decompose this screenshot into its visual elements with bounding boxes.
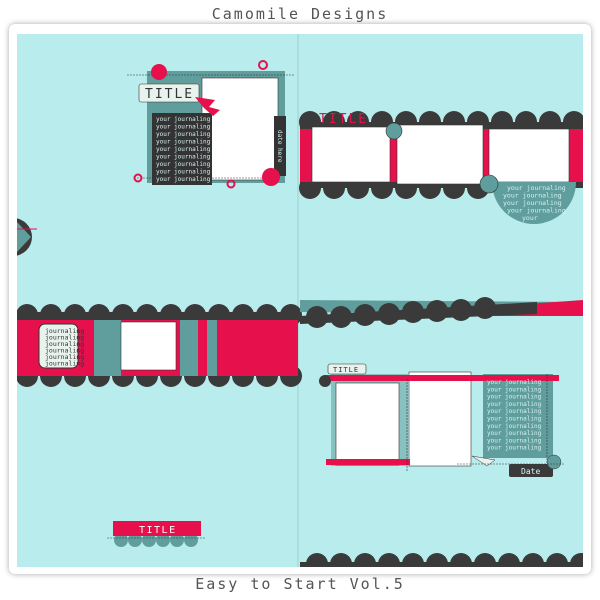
- journal-line: your: [522, 214, 538, 222]
- date-text: Date: [521, 467, 540, 476]
- journal-line: your journaling: [487, 445, 542, 452]
- date-strip: [274, 116, 286, 176]
- journal-text: your journaling your journaling your jou…: [503, 184, 570, 222]
- journal-line: your journaling: [156, 116, 211, 123]
- journal-line: your journaling: [487, 394, 542, 401]
- journal-line: your journaling: [503, 199, 562, 207]
- flower-red: [262, 168, 280, 186]
- layout-top-left: TITLE your journaling your journaling yo…: [127, 60, 295, 189]
- arrow-red: [195, 97, 220, 116]
- journal-text: your journaling your journaling your jou…: [487, 379, 545, 452]
- journal-line: your journaling: [503, 192, 562, 200]
- journal-line: your journaling: [156, 124, 211, 131]
- journal-line: your journaling: [487, 408, 542, 415]
- journal-line: journaling: [45, 327, 84, 335]
- ring-red: [226, 179, 236, 189]
- teal-block: [180, 320, 198, 376]
- photo-frame: [120, 321, 177, 371]
- date-tag: [509, 464, 553, 477]
- layout-top-right: TITLE your journaling your journaling yo…: [299, 111, 583, 224]
- journal-line: journaling: [45, 340, 84, 348]
- red-strip: [326, 459, 410, 465]
- layout-bottom-left: TITLE: [107, 521, 205, 547]
- flower-teal: [546, 454, 562, 470]
- footer-product: Easy to Start Vol.5: [195, 575, 405, 593]
- journal-line: journaling: [45, 360, 84, 368]
- journal-tag: [38, 323, 79, 369]
- title-tag: [138, 83, 200, 103]
- journal-line: your journaling: [156, 131, 211, 138]
- journal-line: your journaling: [156, 154, 211, 161]
- journal-line: your journaling: [156, 146, 211, 153]
- preview-canvas: TITLE your journaling your journaling yo…: [17, 34, 583, 567]
- scallop-row-bottom-right: [300, 553, 583, 567]
- layout-middle-right: [300, 297, 583, 328]
- date-text: date here: [276, 130, 283, 163]
- journal-line: your journaling: [156, 176, 211, 183]
- journal-line: journaling: [45, 353, 84, 361]
- photo-frame: [335, 382, 400, 466]
- preview-artwork: TITLE your journaling your journaling yo…: [17, 34, 583, 567]
- journal-line: journaling: [45, 347, 84, 355]
- journal-line: your journaling: [487, 416, 542, 423]
- journal-half-circle: [492, 182, 576, 224]
- journal-line: your journaling: [487, 401, 542, 408]
- layout-bottom-right: TITLE your journaling your journaling yo…: [319, 363, 565, 477]
- journal-line: your journaling: [507, 184, 566, 192]
- journal-line: your journaling: [156, 161, 211, 168]
- ring-red: [133, 173, 143, 183]
- journal-line: your journaling: [487, 437, 542, 444]
- header-brand: Camomile Designs: [211, 5, 389, 23]
- teal-block: [94, 320, 121, 376]
- title-text: TITLE: [139, 525, 177, 536]
- title-text: TITLE: [333, 366, 359, 374]
- journal-text: journaling journaling journaling journal…: [45, 327, 88, 368]
- photo-frame: [396, 124, 484, 185]
- arrow-white: [471, 455, 496, 467]
- layout-middle-left: journaling journaling journaling journal…: [17, 304, 302, 387]
- flower-teal: [479, 174, 499, 194]
- title-text: TITLE: [319, 112, 368, 127]
- teal-block: [207, 320, 217, 376]
- journal-line: your journaling: [487, 430, 542, 437]
- ring-red: [258, 60, 268, 70]
- journal-line: your journaling: [487, 423, 542, 430]
- journal-line: your journaling: [487, 379, 542, 386]
- journal-line: your journaling: [507, 207, 566, 215]
- journal-line: your journaling: [156, 169, 211, 176]
- photo-frame: [488, 128, 570, 183]
- journal-line: your journaling: [156, 139, 211, 146]
- title-tag: [327, 363, 367, 375]
- flower-red: [151, 64, 167, 80]
- title-text: TITLE: [145, 87, 194, 102]
- red-strip: [326, 375, 559, 381]
- journal-block: [483, 374, 553, 458]
- photo-frame: [311, 126, 391, 183]
- flower-teal: [385, 122, 403, 140]
- journal-text: your journaling your journaling your jou…: [156, 116, 214, 183]
- flower-dark: [319, 375, 331, 387]
- journal-block: [152, 113, 212, 185]
- scallop-row: [306, 297, 496, 328]
- title-bar: [113, 521, 201, 536]
- photo-frame: [201, 77, 279, 181]
- journal-line: journaling: [45, 334, 84, 342]
- photo-frame: [408, 371, 472, 467]
- journal-line: your journaling: [487, 386, 542, 393]
- left-edge-ornament: [17, 218, 37, 256]
- scallop-row: [114, 533, 198, 547]
